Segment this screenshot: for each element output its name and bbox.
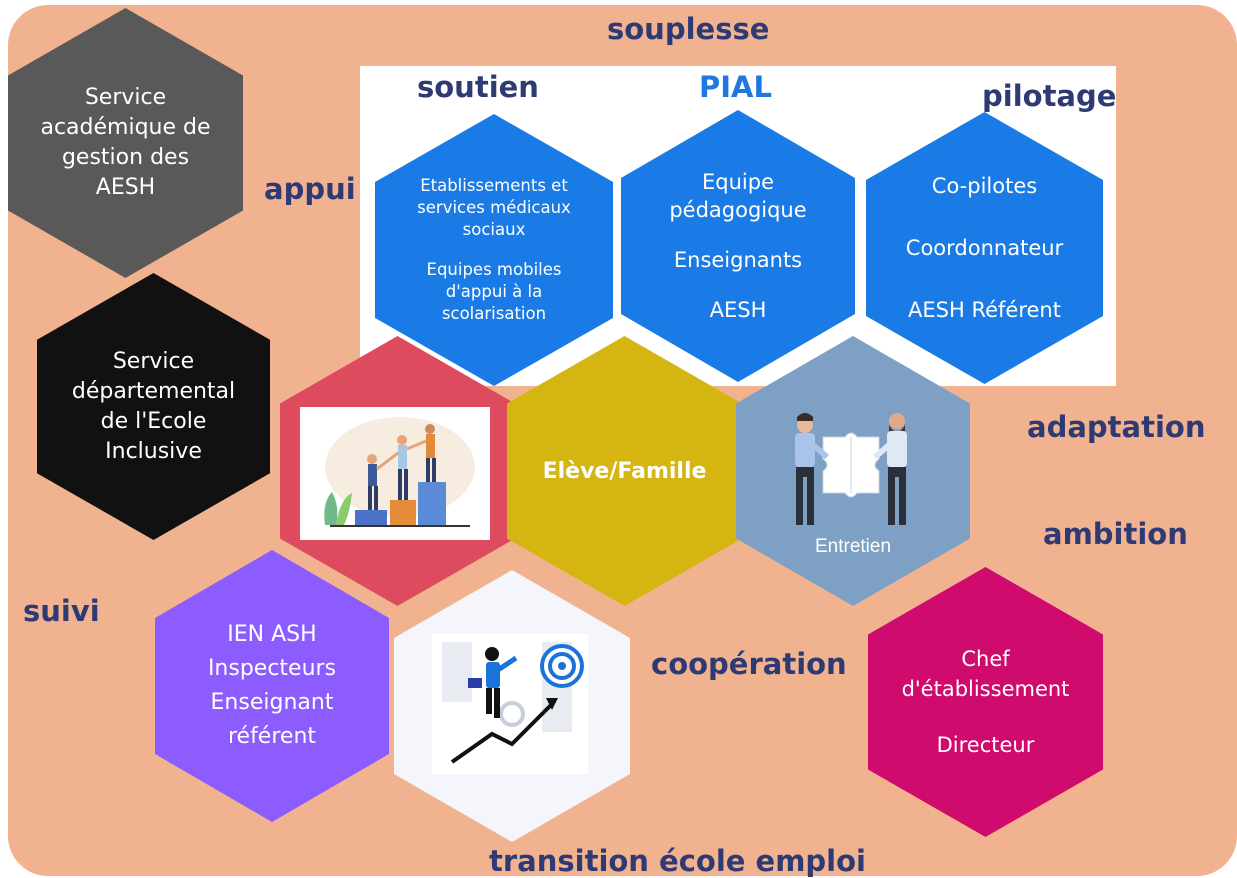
hex-text-line: départemental xyxy=(71,378,236,404)
hex-text-line: Coordonnateur xyxy=(905,236,1064,260)
hex-text-line: Service xyxy=(84,85,167,110)
entretien-label: Entretien xyxy=(814,536,892,557)
hex-eleve-famille: Elève/Famille xyxy=(507,336,742,606)
puzzle-handshake-illustration xyxy=(765,405,933,531)
hex-text-line: AESH xyxy=(95,175,156,200)
hex-text-line: scolarisation xyxy=(441,304,547,323)
hex-text-line: Inspecteurs xyxy=(207,656,337,681)
keyword-appui: appui xyxy=(264,172,356,206)
hex-text-line: Enseignants xyxy=(673,248,803,272)
hex-text-line: d'appui à la xyxy=(445,282,543,301)
hex-text-line: pédagogique xyxy=(669,198,807,222)
hex-text-line: services médicaux xyxy=(417,198,571,217)
keyword-ambition: ambition xyxy=(1043,517,1188,551)
hex-text-line: sociaux xyxy=(462,220,526,239)
keyword-transition: transition école emploi xyxy=(489,844,866,878)
target-climb-illustration xyxy=(432,634,588,774)
hex-text-line: Co-pilotes xyxy=(931,174,1038,198)
hex-text-line: Service xyxy=(112,348,195,374)
hex-text-line: référent xyxy=(227,724,317,749)
keyword-suivi: suivi xyxy=(23,594,100,628)
hex-text-line: Inclusive xyxy=(105,438,202,464)
hex-text-line: gestion des xyxy=(61,145,190,170)
hex-eleve-label: Elève/Famille xyxy=(542,458,707,484)
keyword-adaptation: adaptation xyxy=(1027,410,1206,444)
hex-text-line: Chef xyxy=(961,647,1010,671)
hex-text-line: AESH Référent xyxy=(908,298,1061,322)
hex-text-line: AESH xyxy=(709,298,767,322)
hex-text-line: d'établissement xyxy=(901,677,1070,701)
hex-text-line: Directeur xyxy=(936,733,1035,757)
keyword-cooperation: coopération xyxy=(651,647,847,681)
team-climbing-illustration xyxy=(300,407,490,540)
keyword-soutien: soutien xyxy=(417,70,539,104)
hex-text-line: IEN ASH xyxy=(227,622,317,647)
keyword-pial: PIAL xyxy=(699,70,772,104)
hex-text-line: Etablissements et xyxy=(420,176,568,195)
hex-service-academique: Service académique de gestion des AESH xyxy=(8,8,243,278)
hex-text-line: Equipe xyxy=(702,170,774,194)
hex-text-line: de l'Ecole xyxy=(100,408,207,434)
hex-pial: Equipe pédagogique Enseignants AESH xyxy=(621,110,855,382)
hex-text-line: Enseignant xyxy=(210,690,334,715)
keyword-pilotage: pilotage xyxy=(982,79,1117,113)
hex-text-line: académique de xyxy=(40,115,211,140)
hex-text-line: Equipes mobiles xyxy=(426,260,562,279)
keyword-souplesse: souplesse xyxy=(607,12,770,46)
